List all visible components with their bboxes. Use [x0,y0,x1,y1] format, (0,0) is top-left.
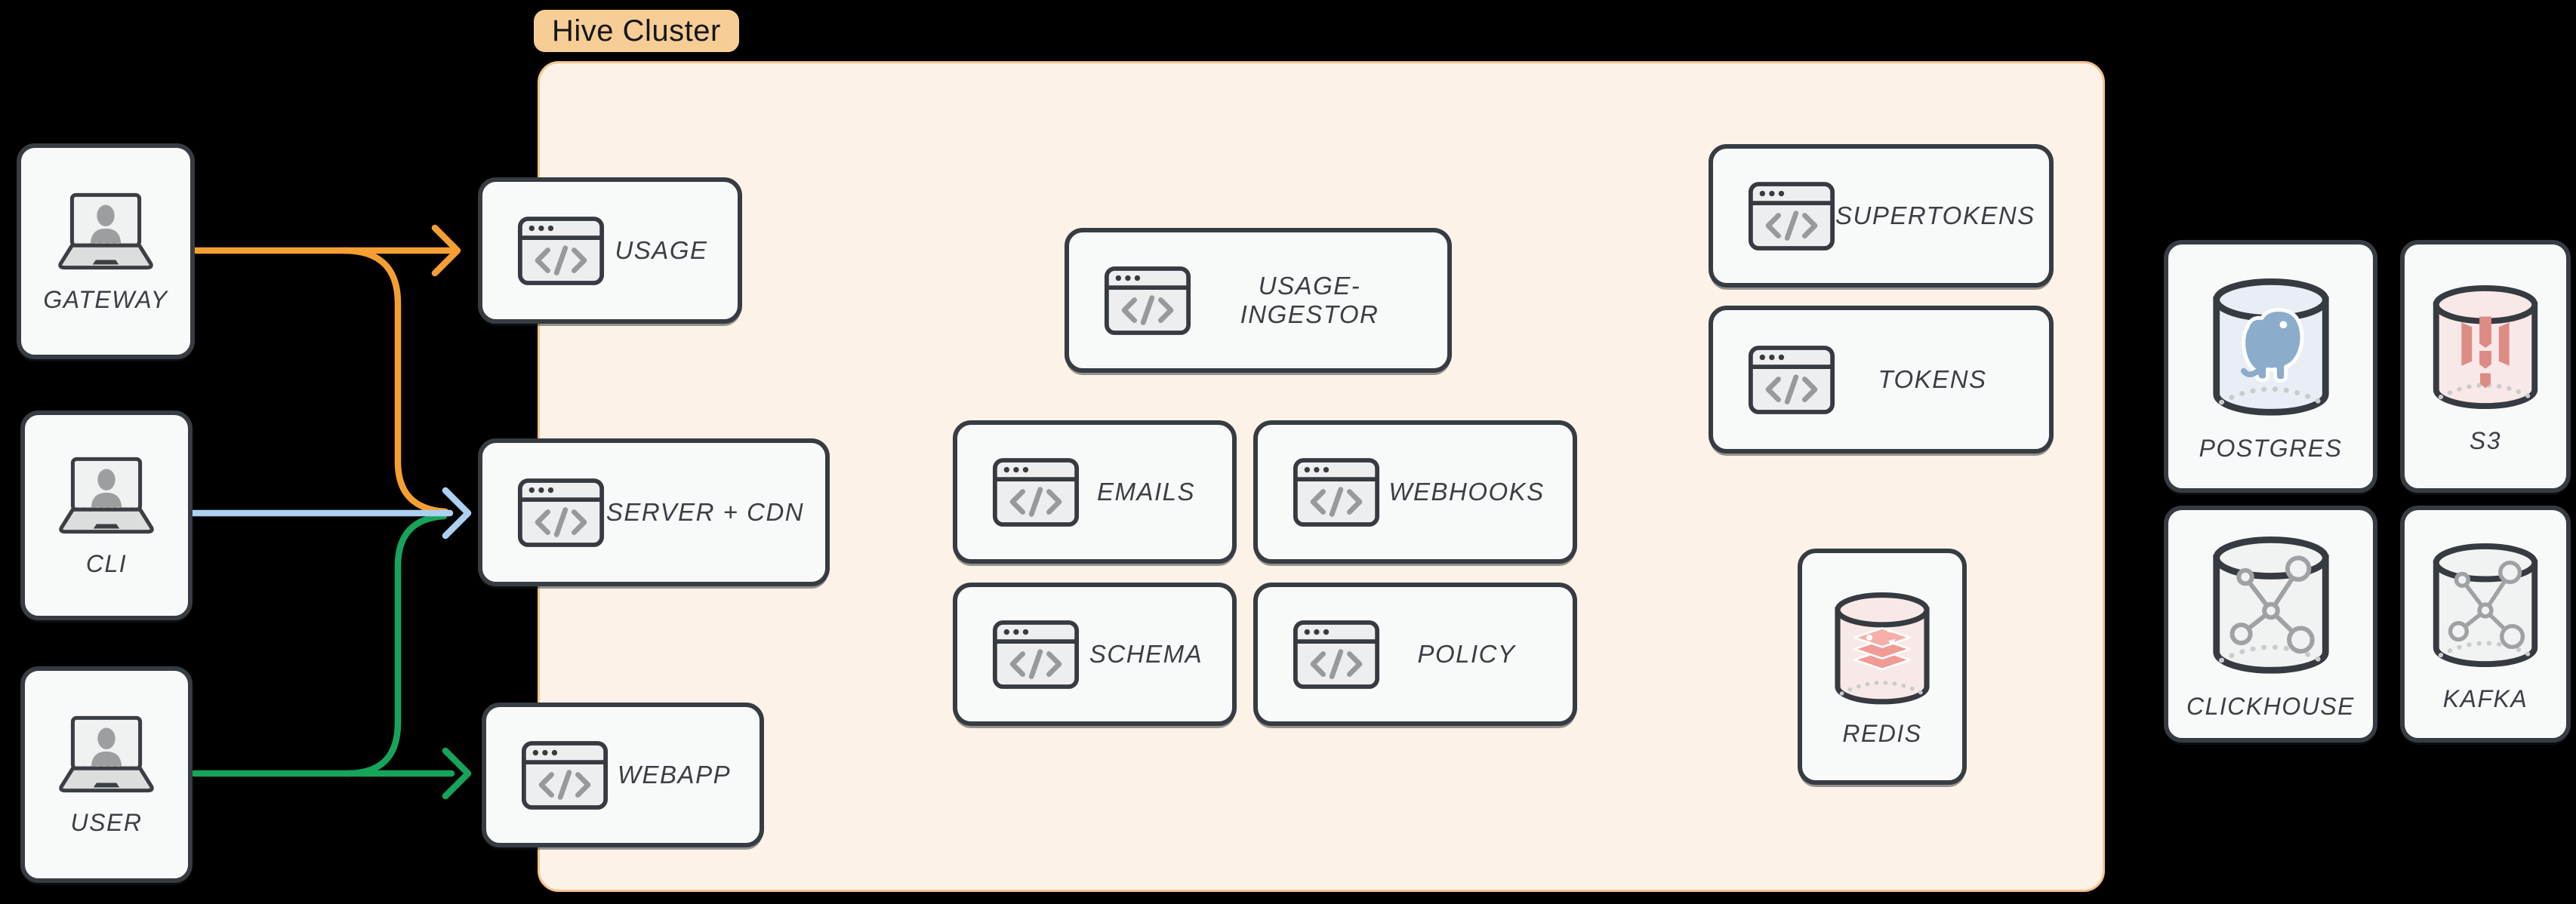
actor-cli: CLI [20,410,193,620]
service-supertokens: SUPERTOKENS [1709,144,2054,287]
laptop-user-icon [48,189,163,275]
code-window-icon [992,457,1080,527]
service-webhooks: WEBHOOKS [1253,420,1577,564]
service-label: USAGE [615,236,708,264]
edge-gateway-usage-arrowhead [431,224,461,277]
service-label: TOKENS [1878,365,1987,393]
datastore-clickhouse: CLICKHOUSE [2164,506,2377,743]
datastore-label: CLICKHOUSE [2186,692,2356,720]
service-label: WEBHOOKS [1388,478,1545,506]
datastore-postgres: POSTGRES [2164,240,2377,493]
laptop-user-icon [49,454,164,540]
service-emails: EMAILS [953,420,1237,564]
datastore-s3: S3 [2400,240,2571,493]
datastore-kafka: KAFKA [2400,506,2571,743]
datastore-label: S3 [2469,427,2502,454]
postgres-database-icon [2199,270,2343,427]
redis-database-icon [1825,586,1940,714]
service-label: SUPERTOKENS [1835,201,2035,229]
service-label: SCHEMA [1089,640,1203,668]
service-label: POLICY [1417,640,1516,668]
clickhouse-database-icon [2199,528,2343,685]
code-window-icon [517,216,605,286]
edge-user-webapp-arrowhead [442,747,472,800]
service-usage-ingestor: USAGE-INGESTOR [1065,228,1452,373]
service-label: EMAILS [1096,478,1196,506]
edge-gateway-servercdn [340,247,449,515]
code-window-icon [1293,457,1380,527]
service-usage: USAGE [478,177,742,324]
code-window-icon [1293,620,1380,690]
service-redis: REDIS [1798,549,1967,785]
code-window-icon [992,620,1080,690]
datastore-label: KAFKA [2442,684,2528,712]
service-policy: POLICY [1253,583,1577,726]
service-tokens: TOKENS [1709,306,2054,454]
datastore-label: POSTGRES [2199,435,2343,462]
service-schema: SCHEMA [953,583,1237,726]
s3-database-icon [2422,278,2549,420]
service-label: REDIS [1842,720,1922,747]
actor-label: USER [70,809,143,836]
service-label: WEBAPP [617,761,732,789]
actor-label: CLI [85,549,128,577]
code-window-icon [1748,345,1835,415]
code-window-icon [1748,181,1835,251]
kafka-database-icon [2422,536,2549,678]
edge-user-servercdn [344,512,448,777]
hive-cluster-badge: Hive Cluster [534,10,739,52]
laptop-user-icon [49,712,164,798]
service-label: USAGE-INGESTOR [1240,272,1379,328]
edge-cli-servercdn-arrowhead [442,487,472,540]
actor-gateway: GATEWAY [17,143,195,359]
service-webapp: WEBAPP [482,703,764,847]
actor-user: USER [20,666,193,883]
service-server-cdn: SERVER + CDN [478,438,830,586]
service-label: SERVER + CDN [605,498,805,526]
actor-label: GATEWAY [43,285,168,313]
code-window-icon [521,740,609,810]
code-window-icon [517,478,605,548]
code-window-icon [1104,266,1191,336]
